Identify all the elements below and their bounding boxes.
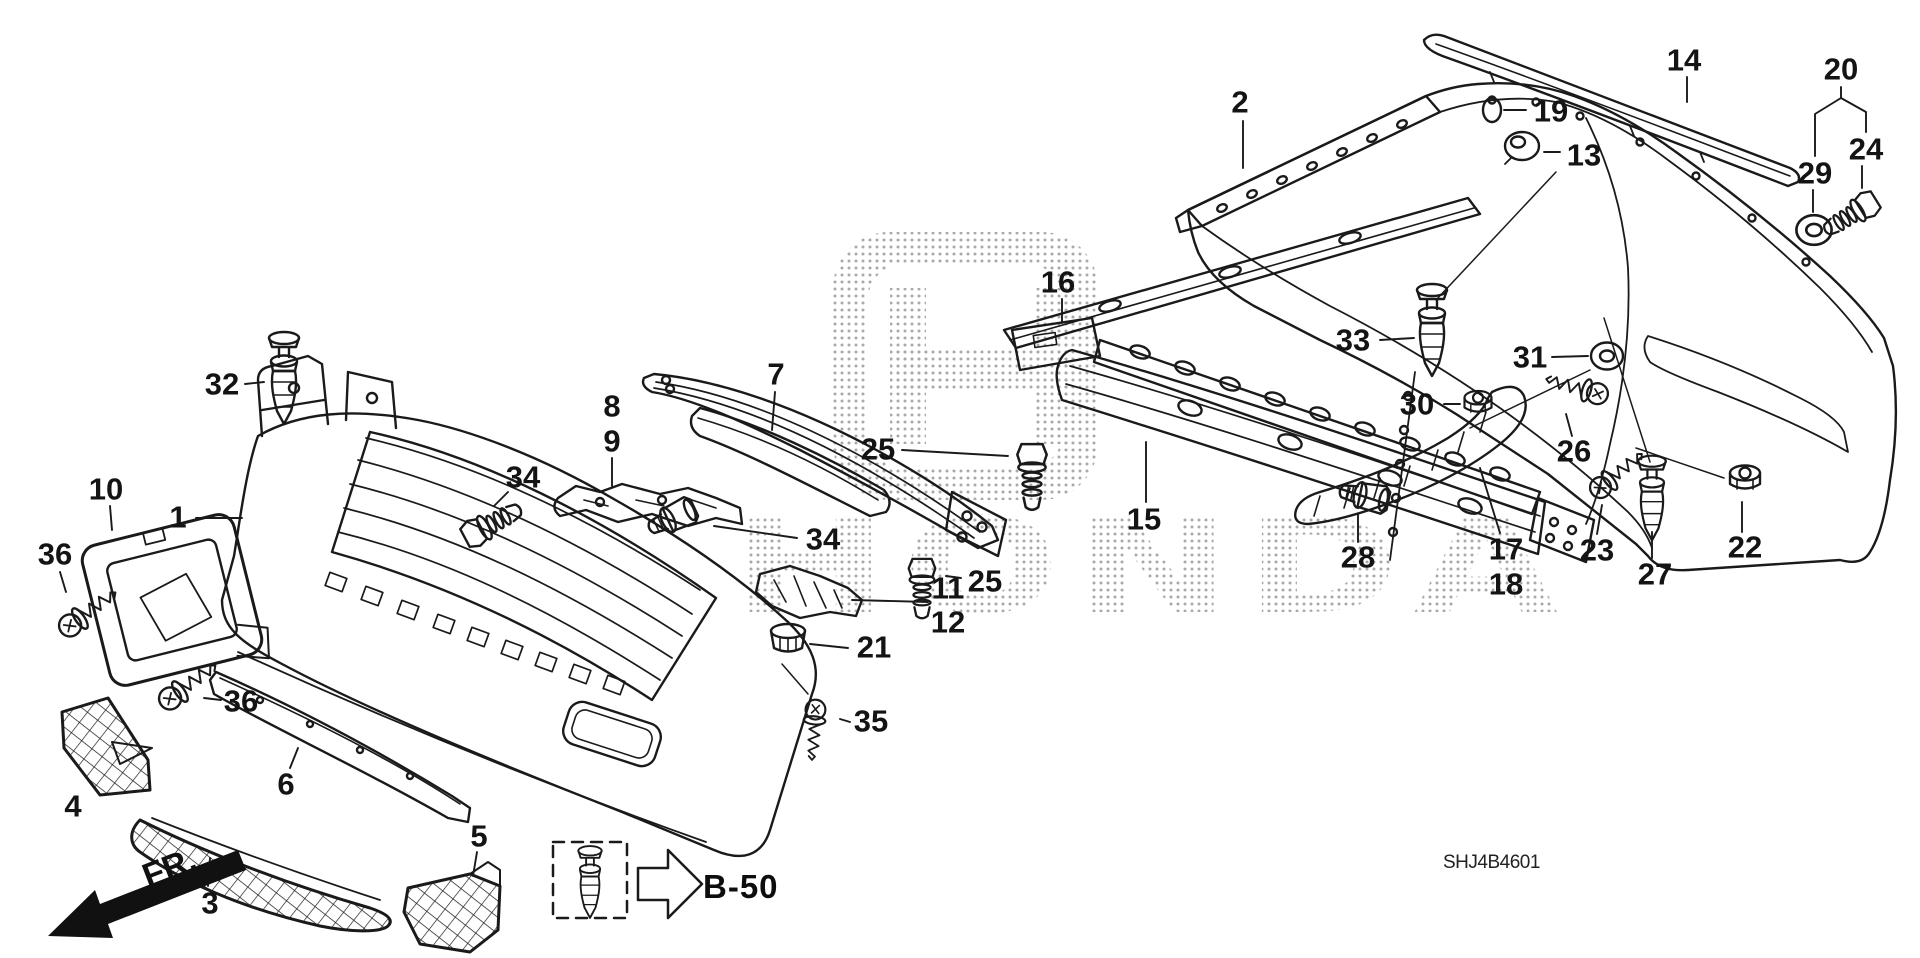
grille-side-right	[402, 861, 502, 954]
grommet-31	[1589, 341, 1625, 371]
rear-absorber-bracket	[1010, 316, 1542, 516]
callout-25-top[interactable]: 25	[860, 431, 896, 467]
front-bumper	[220, 354, 817, 858]
callout-8[interactable]: 8	[603, 388, 621, 424]
callout-21[interactable]: 21	[856, 629, 892, 665]
callout-10[interactable]: 10	[88, 471, 124, 507]
front-bumper-beam	[641, 372, 1008, 558]
clip-b50	[577, 845, 603, 919]
clip-32	[267, 330, 301, 426]
nut-22	[1728, 464, 1762, 491]
callout-13[interactable]: 13	[1566, 137, 1602, 173]
callout-36-left[interactable]: 36	[37, 536, 73, 572]
rear-bumper-beam	[1055, 348, 1596, 564]
front-lower-grille	[130, 817, 392, 933]
callout-30[interactable]: 30	[1399, 386, 1435, 422]
callout-1[interactable]: 1	[169, 499, 187, 535]
callout-7[interactable]: 7	[767, 356, 785, 392]
watermark-honda-badge	[833, 232, 1098, 500]
b50-reference-box	[551, 840, 704, 920]
callout-20[interactable]: 20	[1823, 51, 1859, 87]
screw-23	[1584, 444, 1651, 505]
license-plate-frame	[80, 513, 270, 687]
callout-36-lower[interactable]: 36	[223, 683, 259, 719]
callout-25-bottom[interactable]: 25	[967, 563, 1003, 599]
callout-14[interactable]: 14	[1666, 42, 1702, 78]
callout-18[interactable]: 18	[1488, 566, 1524, 602]
callout-4[interactable]: 4	[64, 788, 82, 824]
callout-11[interactable]: 11	[931, 570, 965, 606]
callout-35[interactable]: 35	[853, 703, 889, 739]
cap-13	[1503, 130, 1541, 165]
callout-17[interactable]: 17	[1488, 531, 1524, 567]
seal-19	[1481, 96, 1503, 124]
fr-direction-arrow: FR.	[48, 840, 246, 938]
clip-33	[1415, 282, 1449, 378]
callout-24[interactable]: 24	[1848, 131, 1884, 167]
callout-32[interactable]: 32	[204, 366, 240, 402]
callout-12[interactable]: 12	[930, 604, 966, 640]
diagram-code: SHJ4B4601	[1443, 852, 1540, 873]
callout-6[interactable]: 6	[277, 766, 295, 802]
rear-bumper-molding	[1422, 33, 1801, 188]
front-side-spacer	[754, 564, 864, 620]
callout-34-right[interactable]: 34	[805, 521, 841, 557]
screw-35	[799, 697, 829, 762]
bolt-24	[1817, 187, 1884, 244]
front-lower-strip	[208, 670, 472, 824]
callout-27[interactable]: 27	[1637, 556, 1673, 592]
callout-19[interactable]: 19	[1533, 93, 1569, 129]
callout-28[interactable]: 28	[1340, 539, 1376, 575]
callout-22[interactable]: 22	[1727, 529, 1763, 565]
grille-side-left	[60, 696, 153, 797]
callout-16[interactable]: 16	[1040, 264, 1076, 300]
callout-9[interactable]: 9	[603, 423, 621, 459]
front-beam-bracket	[553, 482, 744, 528]
callout-31[interactable]: 31	[1512, 339, 1548, 375]
callout-33[interactable]: 33	[1335, 322, 1371, 358]
callout-34-left[interactable]: 34	[505, 459, 541, 495]
callout-26[interactable]: 26	[1556, 433, 1592, 469]
callout-2[interactable]: 2	[1231, 84, 1249, 120]
leader-lines	[59, 76, 1867, 887]
b50-reference-label[interactable]: B-50	[703, 868, 779, 905]
callout-5[interactable]: 5	[470, 818, 488, 854]
nut-30	[1463, 389, 1493, 414]
callout-3[interactable]: 3	[201, 885, 219, 921]
callout-29[interactable]: 29	[1797, 155, 1833, 191]
callout-23[interactable]: 23	[1579, 532, 1615, 568]
washer-29	[1795, 213, 1833, 247]
callout-15[interactable]: 15	[1126, 501, 1162, 537]
